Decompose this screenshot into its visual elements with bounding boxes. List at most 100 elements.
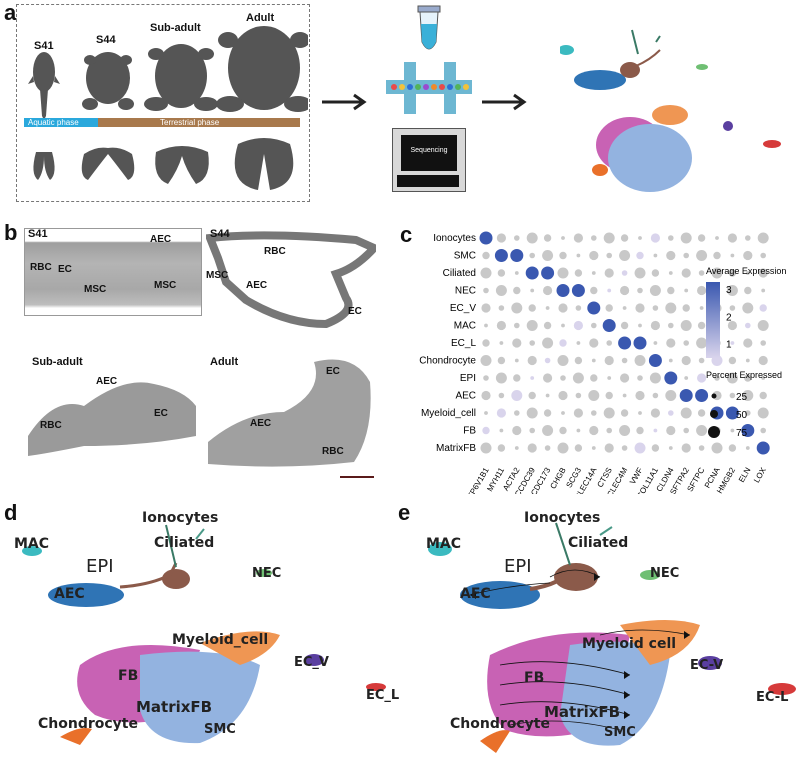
umap-velocity-panel-e bbox=[428, 522, 796, 753]
dotplot-dot bbox=[697, 234, 706, 242]
dotplot-dot bbox=[591, 271, 596, 275]
dotplot-dot bbox=[681, 355, 691, 366]
dotplot-gene-label: ELN bbox=[737, 466, 753, 484]
dotplot-dot bbox=[542, 337, 554, 349]
dotplot-dot bbox=[634, 355, 646, 366]
aquatic-phase-label: Aquatic phase bbox=[28, 118, 79, 127]
dotplot-dot bbox=[482, 251, 490, 260]
dotplot-dot bbox=[604, 443, 614, 453]
dotplot-dot bbox=[589, 425, 599, 436]
colorbar bbox=[706, 282, 720, 358]
dotplot-dot bbox=[591, 358, 596, 363]
terrestrial-phase-bar bbox=[98, 118, 300, 127]
dotplot-dot bbox=[543, 285, 553, 296]
cluster-label: FB bbox=[524, 670, 545, 686]
histology-label: EC bbox=[348, 306, 362, 317]
dotplot-dot bbox=[483, 375, 489, 381]
dotplot-gene-label: LOX bbox=[752, 465, 768, 484]
dotplot-dot bbox=[496, 408, 506, 418]
dotplot-dot bbox=[587, 301, 601, 315]
dotplot-dot bbox=[542, 250, 554, 261]
umap-panel-d bbox=[22, 524, 386, 745]
dotplot-dot bbox=[653, 341, 658, 345]
dotplot-dot bbox=[696, 250, 708, 261]
dotplot-dot bbox=[637, 375, 643, 381]
dotplot-dot bbox=[480, 442, 492, 454]
dotplot-dot bbox=[649, 372, 661, 384]
dotplot-dot bbox=[742, 390, 754, 401]
dotplot-dot bbox=[698, 270, 705, 276]
dotplot-dot bbox=[729, 305, 736, 311]
cluster-label: Chondrocyte bbox=[450, 716, 550, 732]
dotplot-dot bbox=[575, 392, 582, 399]
dotplot-dot bbox=[651, 444, 660, 452]
dotplot-dot bbox=[591, 410, 597, 416]
dotplot-dot bbox=[543, 321, 552, 330]
dotplot-dot bbox=[482, 426, 490, 435]
dotplot-dot bbox=[494, 249, 508, 262]
dotplot-dot bbox=[650, 320, 660, 331]
dotplot-dot bbox=[557, 267, 569, 279]
dotplot-dot bbox=[603, 232, 615, 244]
dotplot-dot bbox=[679, 389, 693, 402]
dotplot-dot bbox=[606, 427, 612, 434]
histology-image-adult bbox=[204, 352, 378, 472]
cluster-label: MatrixFB bbox=[136, 698, 213, 716]
dotplot-dot bbox=[529, 252, 535, 259]
size-legend-dot bbox=[710, 410, 718, 418]
dotplot-dot bbox=[529, 340, 535, 346]
dotplot-dot bbox=[696, 337, 708, 349]
dotplot-dot bbox=[745, 322, 751, 329]
dotplot-dot bbox=[561, 323, 565, 328]
cluster-label: Ciliated bbox=[568, 535, 629, 551]
dotplot-dot bbox=[698, 445, 705, 451]
dotplot-dot bbox=[543, 234, 552, 242]
dotplot-dot bbox=[621, 357, 628, 364]
dotplot-dot bbox=[651, 269, 660, 277]
terrestrial-phase-label: Terrestrial phase bbox=[160, 118, 220, 127]
dotplot-dot bbox=[513, 374, 521, 382]
dotplot-dot bbox=[652, 305, 659, 311]
cluster-label: Chondrocyte bbox=[38, 716, 138, 732]
dotplot-dot bbox=[573, 408, 583, 418]
dotplot-dot bbox=[575, 305, 582, 311]
dotplot-dot bbox=[481, 390, 491, 401]
dotplot-dot bbox=[649, 285, 661, 296]
dotplot-dot bbox=[510, 249, 524, 262]
dotplot-dot bbox=[620, 321, 629, 330]
dotplot-dot bbox=[743, 338, 753, 348]
dotplot-dot bbox=[602, 319, 616, 332]
colorbar-tick: 2 bbox=[726, 312, 732, 323]
histology-image-s44 bbox=[206, 228, 376, 336]
dotplot-dot bbox=[759, 304, 767, 312]
dotplot-dot bbox=[758, 268, 768, 278]
dotplot-row-label: FB bbox=[463, 426, 476, 437]
histology-label: AEC bbox=[96, 376, 118, 387]
dotplot-dot bbox=[622, 393, 627, 398]
dotplot-dot bbox=[545, 393, 550, 398]
dotplot-dot bbox=[528, 391, 536, 400]
dotplot-dot bbox=[514, 410, 520, 416]
cluster-label: AEC bbox=[460, 586, 491, 602]
subadult-frog-silhouette bbox=[144, 44, 218, 111]
dotplot-dot bbox=[620, 409, 629, 417]
cluster-label: NEC bbox=[252, 566, 282, 581]
dotplot-dot bbox=[728, 444, 737, 452]
dotplot-dot bbox=[576, 253, 581, 258]
cluster-label: EC_V bbox=[294, 655, 329, 670]
dotplot-dot bbox=[760, 340, 766, 346]
cluster-label: Ionocytes bbox=[142, 510, 219, 526]
dotplot-dot bbox=[727, 320, 737, 331]
colorbar-title: Average Expression bbox=[706, 266, 786, 276]
dotplot-dot bbox=[633, 336, 647, 350]
dotplot-dot bbox=[573, 320, 583, 331]
dotplot-dot bbox=[511, 302, 523, 314]
dotplot-dot bbox=[622, 306, 627, 310]
dotplot-dot bbox=[480, 267, 492, 279]
dotplot-dot bbox=[511, 390, 523, 401]
tadpole-silhouette bbox=[28, 52, 60, 120]
dotplot-dot bbox=[726, 285, 738, 296]
dotplot-dot bbox=[589, 338, 599, 348]
dotplot-dot bbox=[666, 338, 676, 348]
dotplot-dot bbox=[527, 355, 537, 366]
